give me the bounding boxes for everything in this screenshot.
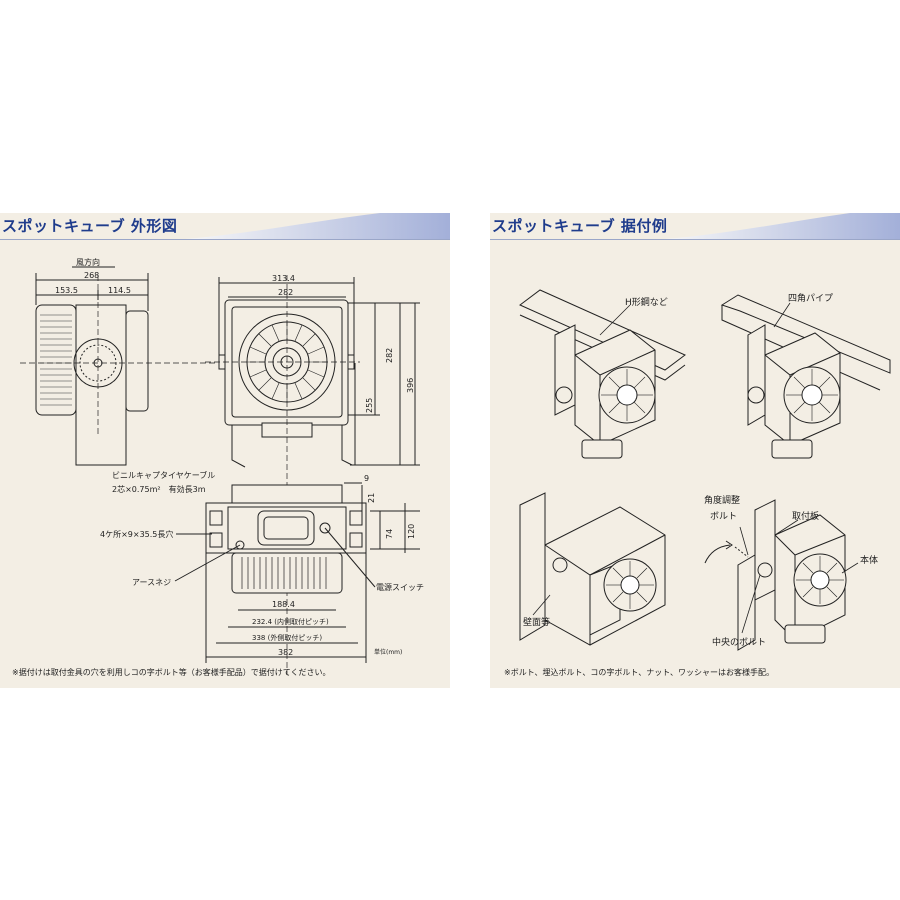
mounting-plate-label: 取付板 (792, 510, 819, 522)
dim-382: 382 (278, 648, 293, 657)
header-rule (0, 239, 450, 240)
dim-268: 268 (84, 271, 99, 280)
side-view (20, 266, 215, 466)
outline-drawing: 風方向 268 153.5 114.5 313.4 282 282 255 39… (20, 257, 424, 675)
dim-338: 338 (外側取付ピッチ) (252, 633, 322, 642)
dim-255: 255 (365, 398, 374, 413)
center-bolt-label: 中央のボルト (712, 636, 766, 648)
dim-396: 396 (406, 378, 415, 393)
outline-note: ※据付けは取付金具の穴を利用しコの字ボルト等（お客様手配品）で据付けてください。 (12, 668, 331, 677)
holes-label: 4ケ所×9×35.5長穴 (100, 529, 173, 539)
outline-drawing-header: スポットキューブ 外形図 (0, 213, 450, 240)
dim-114: 114.5 (108, 286, 131, 295)
outline-drawing-title: スポットキューブ 外形図 (2, 217, 178, 235)
example-h-beam (519, 289, 686, 459)
front-view (205, 275, 420, 675)
example-exploded (704, 499, 847, 651)
dim-74: 74 (385, 529, 394, 539)
outline-drawing-panel (0, 213, 450, 688)
example-square-pipe (720, 294, 891, 459)
header-swoosh (650, 213, 900, 240)
square-pipe-label: 四角パイプ (788, 292, 833, 304)
bottom-view (174, 482, 420, 663)
dim-188: 188.4 (272, 600, 295, 609)
dim-21: 21 (367, 493, 376, 503)
installation-drawing: H形鋼など 四角パイプ 壁面等 角度調整 ボルト 取付板 本体 中央のボルト (519, 289, 891, 651)
main-body-label: 本体 (860, 554, 878, 566)
header-swoosh (170, 213, 450, 240)
dim-282-side: 282 (385, 348, 394, 363)
dim-313: 313.4 (272, 274, 295, 283)
installation-example-header: スポットキューブ 据付例 (490, 213, 900, 240)
power-switch-label: 電源スイッチ (376, 583, 424, 592)
installation-note: ※ボルト、埋込ボルト、コの字ボルト、ナット、ワッシャーはお客様手配。 (504, 668, 775, 677)
earth-screw-label: アースネジ (132, 578, 171, 587)
cable-label-2: 2芯×0.75m² 有効長3m (112, 484, 206, 494)
dim-282-top: 282 (278, 288, 293, 297)
wall-label: 壁面等 (523, 616, 550, 628)
unit-label: 単位(mm) (374, 648, 402, 656)
example-wall (519, 492, 666, 646)
wind-direction-label: 風方向 (76, 257, 100, 267)
h-beam-label: H形鋼など (625, 296, 668, 308)
cable-label-1: ビニルキャプタイヤケーブル (112, 470, 215, 480)
dim-120: 120 (407, 524, 416, 539)
installation-example-title: スポットキューブ 据付例 (492, 217, 668, 235)
dim-232: 232.4 (内側取付ピッチ) (252, 617, 329, 626)
dim-9: 9 (364, 474, 369, 483)
angle-bolt-label-1: 角度調整 (704, 494, 740, 506)
dim-153: 153.5 (55, 286, 78, 295)
angle-bolt-label-2: ボルト (710, 511, 737, 522)
header-rule (490, 239, 900, 240)
